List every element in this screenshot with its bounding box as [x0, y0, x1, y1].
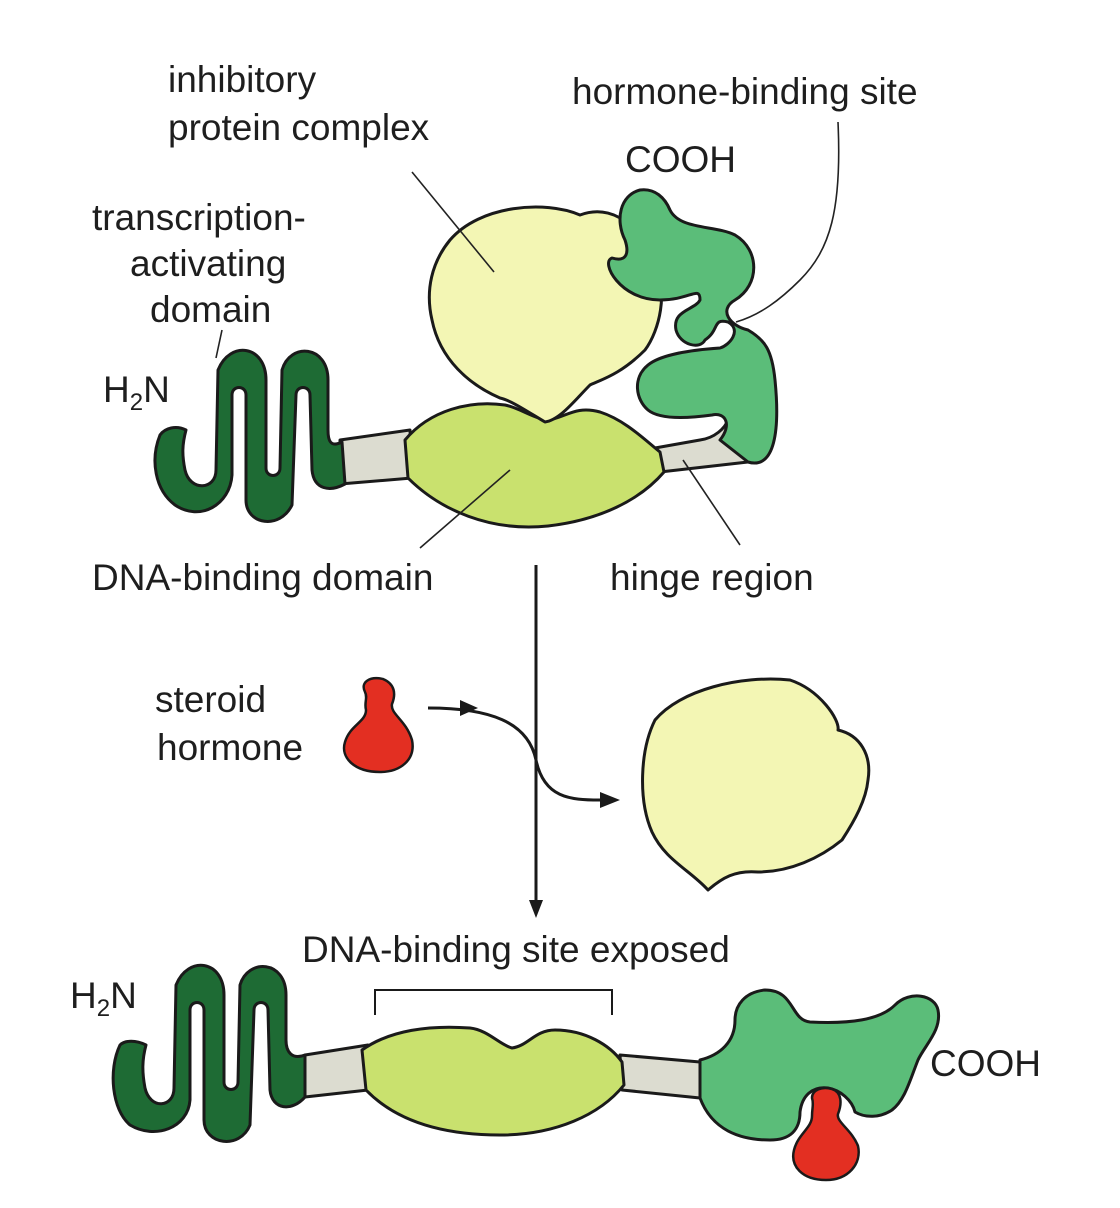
- bound-steroid-hormone: [792, 1086, 860, 1182]
- leader-hormone-binding-site: [735, 121, 840, 323]
- leader-dna-binding-domain: [419, 469, 511, 549]
- label-cooh-top: COOH: [625, 139, 736, 180]
- hinge-left-bottom: [303, 1043, 370, 1099]
- leader-inhibitory: [411, 171, 495, 273]
- curved-arrow-head-end: [600, 792, 620, 808]
- label-inhibitory-line1: inhibitory: [168, 59, 317, 100]
- label-cooh-bottom: COOH: [930, 1043, 1041, 1084]
- label-transcription-line2: activating: [130, 243, 286, 284]
- label-h2n-top: H2N: [103, 369, 170, 416]
- dna-binding-domain-bottom: [360, 1025, 626, 1137]
- leader-activating-domain: [215, 329, 223, 359]
- hormone-binding-domain-bottom: [698, 988, 941, 1142]
- label-transcription-line1: transcription-: [92, 197, 306, 238]
- label-h2n-bottom: H2N: [70, 975, 137, 1022]
- released-inhibitory-complex: [641, 677, 871, 892]
- label-hormone-binding-site: hormone-binding site: [572, 71, 918, 112]
- dna-binding-domain-top: [403, 402, 666, 529]
- main-down-arrow-head: [529, 900, 543, 918]
- active-receptor: [111, 963, 941, 1182]
- hormone-binding-domain-top: [607, 188, 779, 465]
- label-hormone: hormone: [157, 727, 303, 768]
- label-dna-site-exposed: DNA-binding site exposed: [302, 929, 730, 970]
- steroid-hormone: [342, 677, 414, 774]
- hinge-left-top: [338, 428, 414, 486]
- label-steroid: steroid: [155, 679, 266, 720]
- transcription-activating-domain-bottom: [111, 963, 307, 1143]
- leader-hinge-region: [682, 459, 741, 546]
- label-dna-binding-domain: DNA-binding domain: [92, 557, 433, 598]
- curved-arrow-head-start: [460, 700, 478, 716]
- label-inhibitory-line2: protein complex: [168, 107, 430, 148]
- transcription-activating-domain-top: [153, 348, 347, 523]
- curved-binding-arrow: [427, 706, 601, 802]
- hinge-right-bottom: [618, 1053, 702, 1100]
- inhibitory-protein-complex-top: [427, 205, 663, 424]
- transition: [342, 565, 871, 918]
- label-transcription-line3: domain: [150, 289, 271, 330]
- dna-binding-site-bracket: [374, 989, 613, 1015]
- label-hinge-region: hinge region: [610, 557, 814, 598]
- inactive-receptor: [153, 121, 840, 549]
- labels: inhibitory protein complex hormone-bindi…: [70, 59, 1041, 1084]
